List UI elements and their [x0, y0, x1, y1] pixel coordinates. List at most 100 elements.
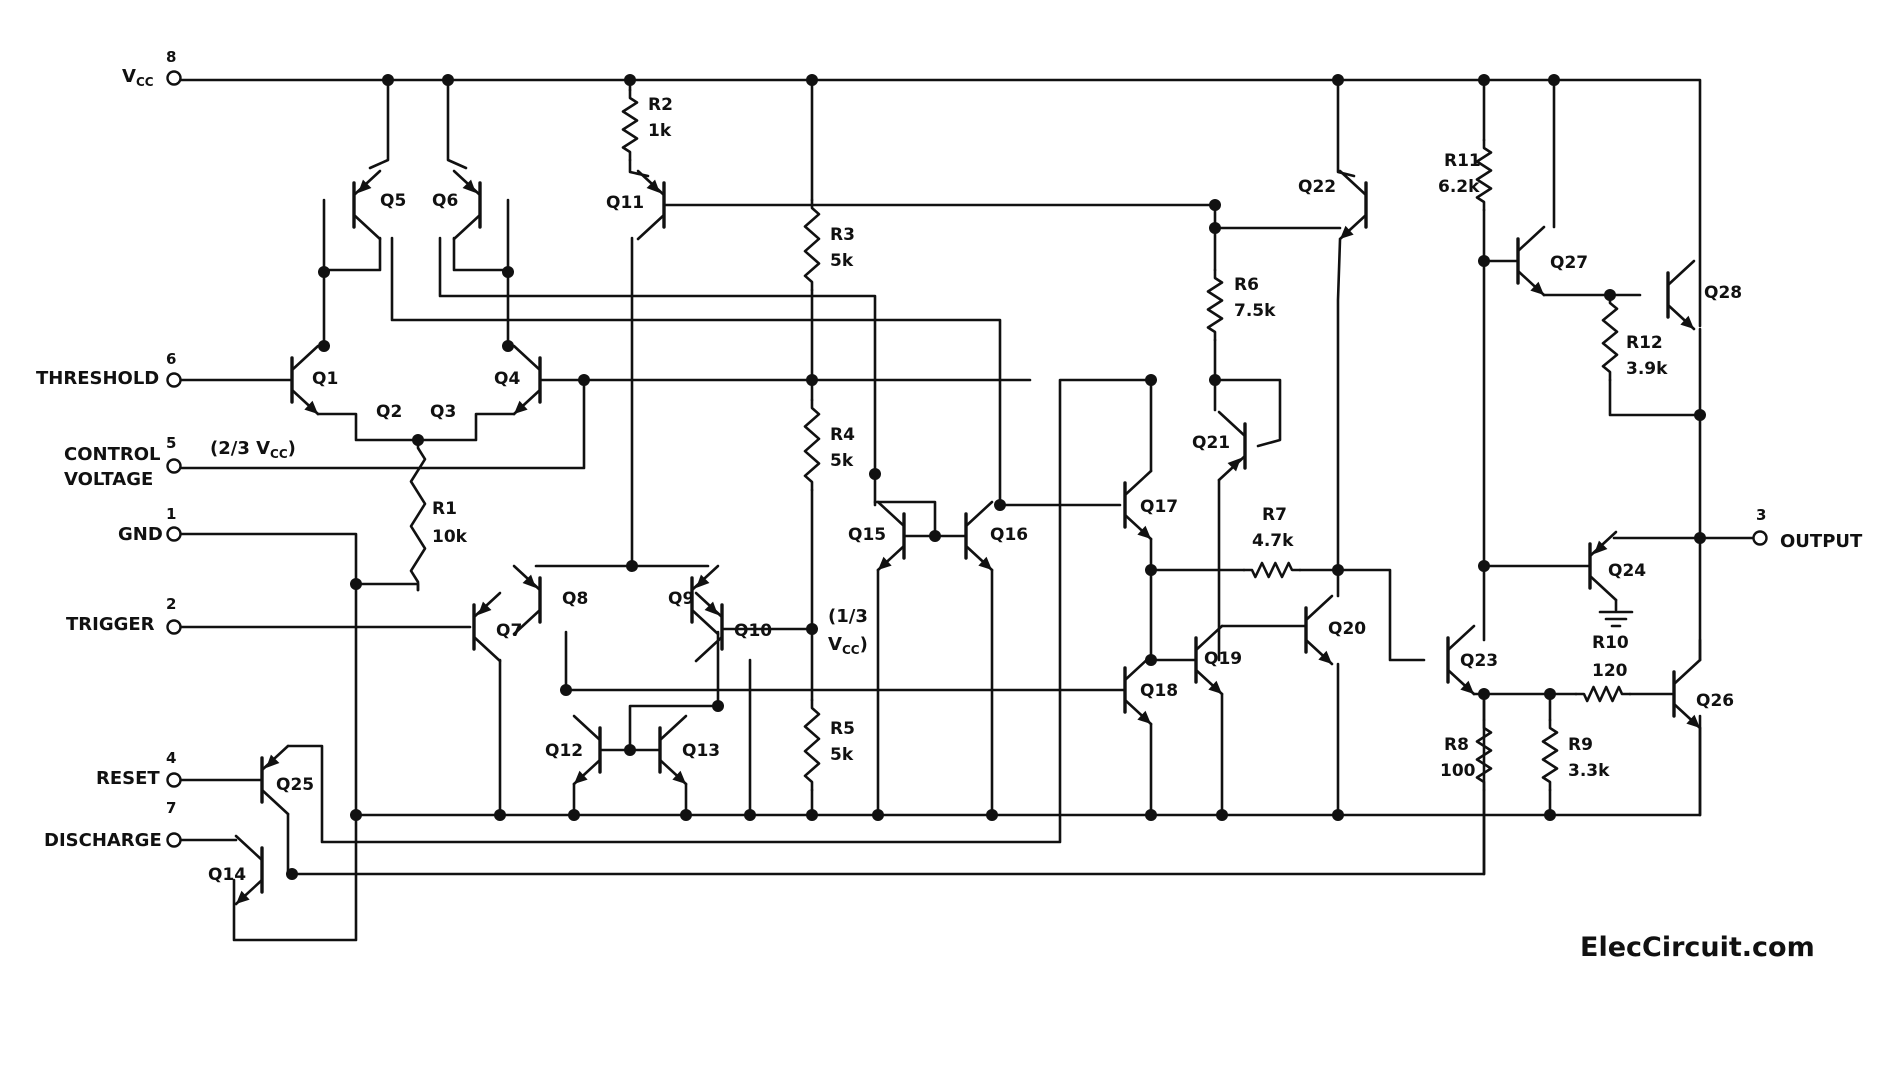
- q5: [352, 169, 382, 241]
- junction-dot: [1145, 564, 1157, 576]
- junction-dot: [872, 809, 884, 821]
- r10-name: R10: [1592, 633, 1629, 653]
- r4-value: 5k: [830, 451, 854, 471]
- q22-label: Q22: [1298, 177, 1336, 197]
- q17-emitter-arrow: [1137, 525, 1151, 539]
- q7-label: Q7: [496, 621, 522, 641]
- junction-dot: [318, 266, 330, 278]
- junction-dot: [350, 809, 362, 821]
- q6: [452, 169, 482, 241]
- r8: [1475, 718, 1493, 792]
- q7-lead-top: [472, 591, 502, 619]
- pin-control: [166, 458, 182, 474]
- q2-emitter: [316, 412, 420, 442]
- q10-emitter-arrow: [704, 601, 718, 615]
- q14-lead-top: [234, 834, 264, 862]
- r1-value: 10k: [432, 527, 468, 547]
- q21-emitter-arrow: [1227, 458, 1241, 472]
- q24-label: Q24: [1608, 561, 1646, 581]
- r6-value: 7.5k: [1234, 301, 1276, 321]
- q18-label: Q18: [1140, 681, 1178, 701]
- r2: [621, 88, 639, 162]
- q5-emitter: [368, 78, 390, 170]
- pin-threshold: [166, 372, 182, 388]
- q24-lead-bottom: [1588, 574, 1618, 602]
- r5-name: R5: [830, 719, 855, 739]
- q20-emitter-arrow: [1318, 650, 1332, 664]
- q10-lead-bottom: [694, 635, 724, 663]
- pin-output: [1752, 530, 1768, 546]
- junction-dot: [1145, 654, 1157, 666]
- q17-label: Q17: [1140, 497, 1178, 517]
- pin-number-trigger: 2: [166, 595, 176, 613]
- q3-label: Q3: [430, 402, 456, 422]
- r7-right: [1298, 568, 1426, 662]
- q25-label: Q25: [276, 775, 314, 795]
- q23-emitter-arrow: [1460, 680, 1474, 694]
- r1-ground: [354, 582, 420, 592]
- pin-label-vcc: VCC: [122, 66, 154, 89]
- q6-out: [438, 236, 877, 507]
- pin-label-reset: RESET: [96, 768, 160, 789]
- junction-dot: [806, 809, 818, 821]
- q16-emitter-arrow: [978, 556, 992, 570]
- r12-value: 3.9k: [1626, 359, 1668, 379]
- junction-dot: [680, 809, 692, 821]
- junction-dot: [286, 868, 298, 880]
- q25-emitter: [286, 698, 1486, 876]
- watermark: ElecCircuit.com: [1580, 932, 1815, 963]
- q6-collector: [452, 236, 510, 352]
- q11-emitter-arrow: [646, 179, 660, 193]
- pin-vcc: [166, 70, 182, 86]
- q14-emitter-arrow: [236, 890, 250, 904]
- junction-dot: [806, 623, 818, 635]
- junction-dot: [1694, 532, 1706, 544]
- gnd-pin-wire: [178, 532, 358, 942]
- q5-out: [390, 236, 1002, 507]
- q1-emitter-arrow: [304, 400, 318, 414]
- r2-value: 1k: [648, 121, 672, 141]
- q6-emitter-arrow: [462, 179, 476, 193]
- junction-dot: [1478, 74, 1490, 86]
- q28: [1666, 259, 1696, 331]
- r12-name: R12: [1626, 333, 1663, 353]
- r4: [803, 398, 821, 492]
- r11: [1475, 138, 1493, 212]
- q11-lead-bottom: [636, 213, 666, 241]
- q16-label: Q16: [990, 525, 1028, 545]
- junction-dot: [1332, 564, 1344, 576]
- q13-label: Q13: [682, 741, 720, 761]
- pin-labels: 8 VCC 6 THRESHOLD 5 CONTROL VOLTAGE (2/3…: [36, 48, 1863, 851]
- q27-emitter-arrow: [1530, 281, 1544, 295]
- q22-lead-top: [1338, 169, 1368, 197]
- q25-lead-top: [260, 744, 290, 772]
- q9: [690, 564, 720, 636]
- r5: [803, 698, 821, 792]
- junction-dot: [560, 684, 572, 696]
- pin-label-output: OUTPUT: [1780, 531, 1863, 552]
- q8-lead-top: [512, 564, 542, 592]
- pin-number-vcc: 8: [166, 48, 176, 66]
- pin-number-gnd: 1: [166, 505, 176, 523]
- r3-name: R3: [830, 225, 855, 245]
- junction-dot: [986, 809, 998, 821]
- components: [234, 88, 1702, 906]
- q14-label: Q14: [208, 865, 246, 885]
- r9-name: R9: [1568, 735, 1593, 755]
- q10-label: Q10: [734, 621, 772, 641]
- third-vcc-label-line1: (1/3: [828, 606, 868, 627]
- q15-emitter-arrow: [878, 556, 892, 570]
- junction-dot: [626, 560, 638, 572]
- q24: [1588, 530, 1618, 602]
- q27: [1516, 225, 1546, 297]
- q8: [512, 564, 542, 636]
- q8-emitter-arrow: [522, 574, 536, 588]
- q24-lead-top: [1588, 530, 1618, 558]
- ground-rail: [354, 714, 1702, 817]
- junction-dot: [1694, 409, 1706, 421]
- junction-dot: [1209, 374, 1221, 386]
- r12-bot: [1608, 378, 1702, 417]
- junction-dot: [1209, 222, 1221, 234]
- q13-diode: [628, 704, 720, 752]
